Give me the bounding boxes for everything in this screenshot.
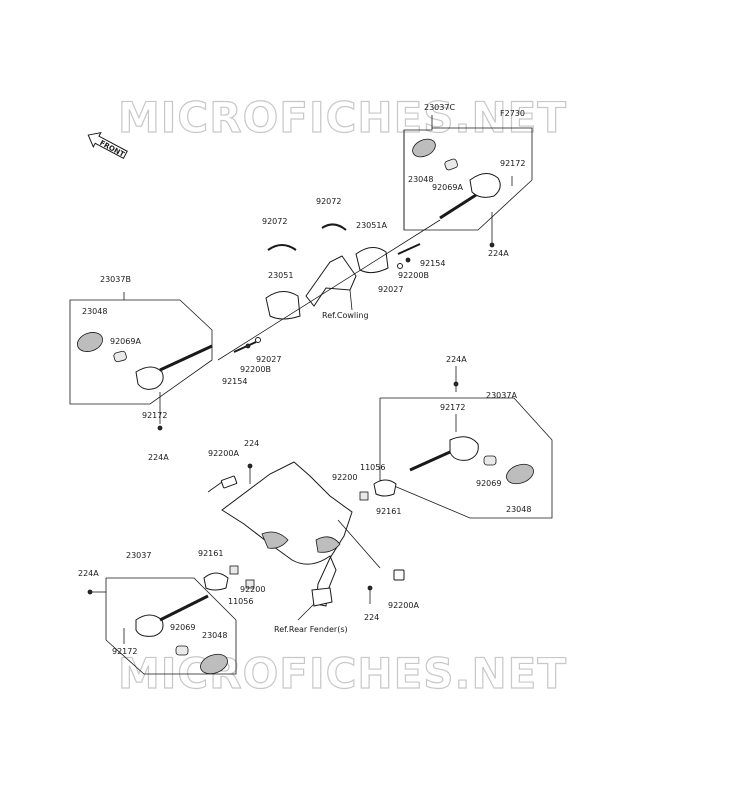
label-23037: 23037 [126,551,151,560]
turn-signal-rear-right [359,366,553,519]
label-11056-l: 11056 [228,597,253,606]
label-92069A-b: 92069A [110,337,141,346]
label-92027-r: 92027 [378,285,403,294]
turn-signal-front-left [69,292,213,431]
label-92069-l: 92069 [170,623,195,632]
label-92069A-c: 92069A [432,183,463,192]
label-23048-c: 23048 [408,175,433,184]
label-23048-l: 23048 [202,631,227,640]
label-92161-l: 92161 [198,549,223,558]
label-23037B: 23037B [100,275,131,284]
label-23048-a: 23048 [506,505,531,514]
turn-signal-front-right [403,115,533,248]
label-23051A: 23051A [356,221,387,230]
label-92072-b: 92072 [316,197,341,206]
turn-signal-rear-left [87,565,255,675]
label-224A-c: 224A [488,249,509,258]
label-23037C: 23037C [424,103,455,112]
rear-fender [207,461,405,621]
label-92200B-l: 92200B [240,365,271,374]
label-224A-l: 224A [78,569,99,578]
label-92200-r: 92200 [332,473,357,482]
label-224A-a: 224A [446,355,467,364]
label-92172-c: 92172 [500,159,525,168]
watermark-bottom: MICROFICHES.NET [118,649,567,698]
label-23037A: 23037A [486,391,517,400]
label-224A-b: 224A [148,453,169,462]
label-92172-b: 92172 [142,411,167,420]
label-92072-a: 92072 [262,217,287,226]
watermark-top: MICROFICHES.NET [118,93,567,142]
label-92200-l: 92200 [240,585,265,594]
label-224-top: 224 [244,439,259,448]
label-92200A-top: 92200A [208,449,239,458]
label-92027-l: 92027 [256,355,281,364]
label-92154-r: 92154 [420,259,445,268]
ref-rear-fender: Ref.Rear Fender(s) [274,625,348,634]
label-92172-a: 92172 [440,403,465,412]
label-92154-l: 92154 [222,377,247,386]
label-92069-a: 92069 [476,479,501,488]
label-11056-r: 11056 [360,463,385,472]
mounting-bracket-assembly [217,219,441,361]
ref-cowling: Ref.Cowling [322,311,369,320]
label-92200A-bot: 92200A [388,601,419,610]
label-92200B-r: 92200B [398,271,429,280]
label-92161-r: 92161 [376,507,401,516]
label-23048-b: 23048 [82,307,107,316]
ref-code: F2730 [500,109,525,118]
label-224-bot: 224 [364,613,379,622]
label-92172-l: 92172 [112,647,137,656]
label-23051: 23051 [268,271,293,280]
